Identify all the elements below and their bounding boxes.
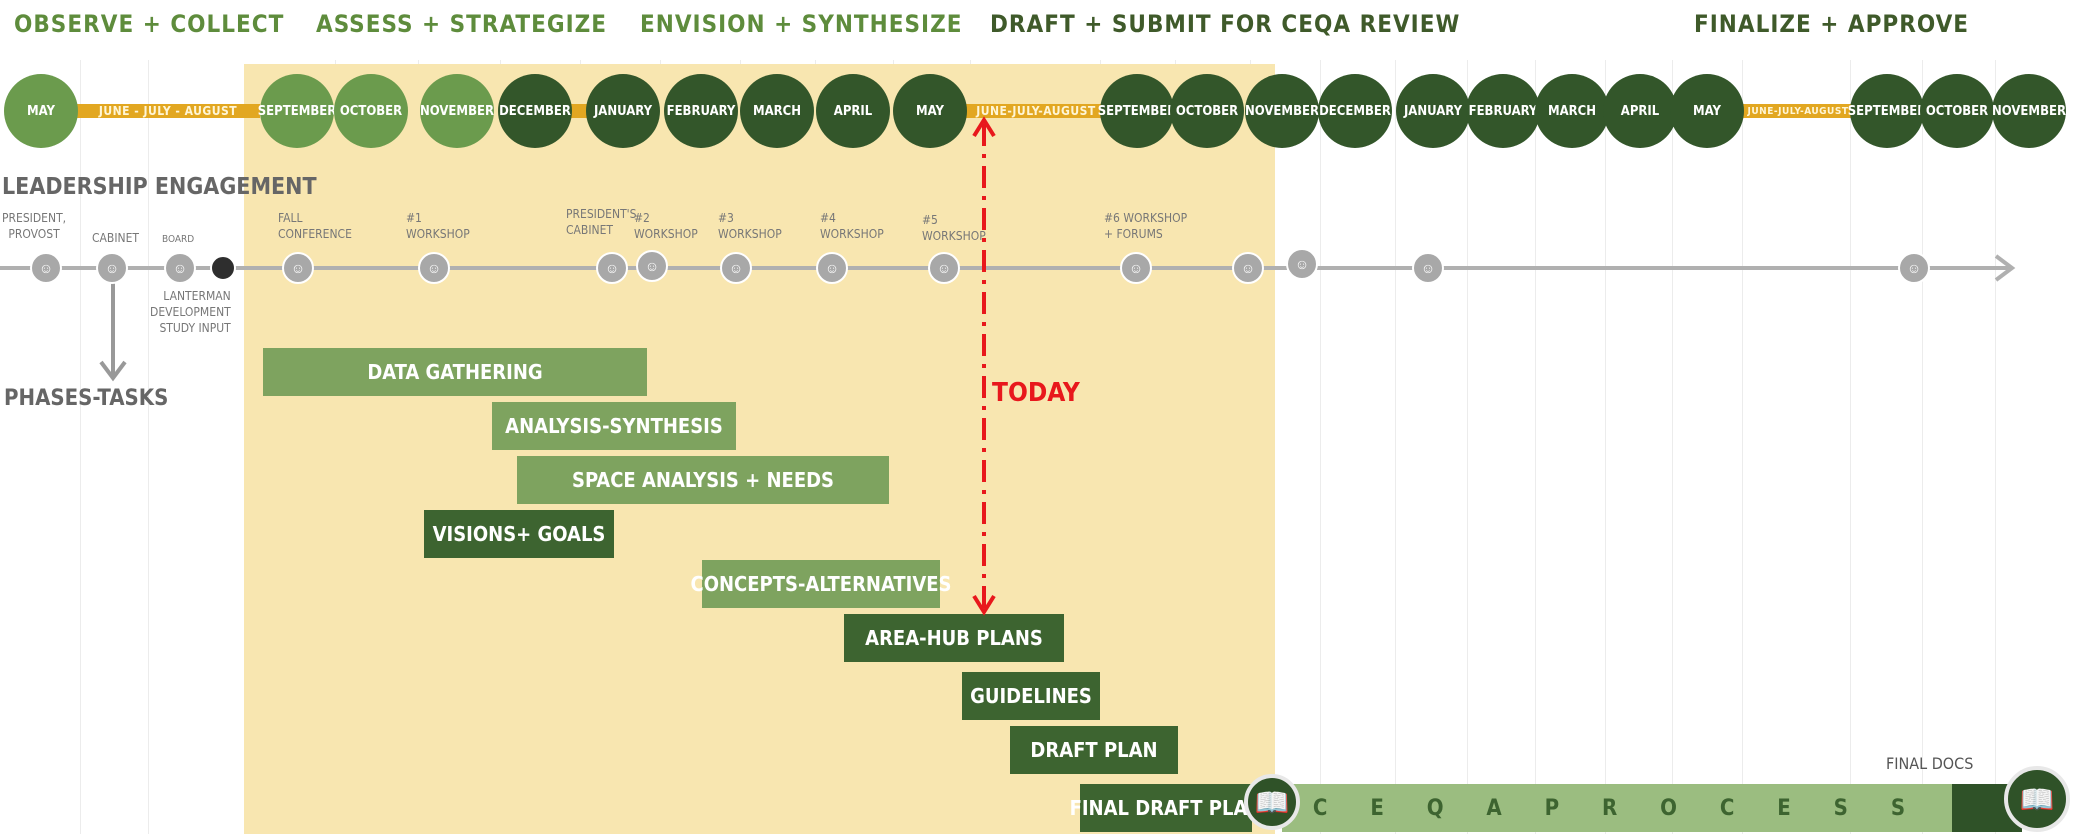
meeting-icon: ☺ <box>816 252 848 284</box>
event-label-workshop-1: #1 WORKSHOP <box>406 211 470 241</box>
meeting-icon: ☺ <box>418 252 450 284</box>
summer-bar-1: JUNE - JULY - AUGUST <box>76 104 260 118</box>
ceqa-process-bar: C E Q A P R O C E S S <box>1282 784 1954 832</box>
event-label-board: BOARD <box>162 234 195 245</box>
meeting-icon: ☺ <box>720 252 752 284</box>
task-data-gathering: DATA GATHERING <box>263 348 647 396</box>
today-label: TODAY <box>992 378 1080 408</box>
meeting-icon: ☺ <box>928 252 960 284</box>
month-circle: SEPTEMBER <box>1848 74 1926 148</box>
meeting-icon: ☺ <box>1898 252 1930 284</box>
task-final-draft-plan: FINAL DRAFT PLAN <box>1070 784 1262 832</box>
month-circle: JANUARY <box>1396 74 1470 148</box>
event-label-presidents-cabinet: PRESIDENT'S CABINET <box>566 207 637 237</box>
task-concepts-alternatives: CONCEPTS-ALTERNATIVES <box>690 560 952 608</box>
task-analysis-synthesis: ANALYSIS-SYNTHESIS <box>492 402 736 450</box>
event-label-workshop-2: #2 WORKSHOP <box>634 211 698 241</box>
phase-observe-collect: OBSERVE + COLLECT <box>14 10 285 38</box>
meeting-icon: ☺ <box>1412 252 1444 284</box>
month-circle: MAY <box>893 74 967 148</box>
month-circle: FEBRUARY <box>664 74 738 148</box>
month-circle: NOVEMBER <box>420 74 494 148</box>
month-circle: DECEMBER <box>1318 74 1392 148</box>
phase-envision-synthesize: ENVISION + SYNTHESIZE <box>640 10 963 38</box>
month-circle: APRIL <box>816 74 890 148</box>
meeting-icon: ☺ <box>282 252 314 284</box>
phase-draft-submit: DRAFT + SUBMIT FOR CEQA REVIEW <box>990 10 1461 38</box>
meeting-icon: ☺ <box>1286 248 1318 280</box>
meeting-icon: ☺ <box>636 250 668 282</box>
phase-assess-strategize: ASSESS + STRATEGIZE <box>316 10 608 38</box>
meeting-icon: ☺ <box>96 252 128 284</box>
event-label-president-provost: PRESIDENT, PROVOST <box>2 211 67 241</box>
month-circle: SEPTEMBER <box>258 74 336 148</box>
task-visions-goals: VISIONS+ GOALS <box>424 510 614 558</box>
task-draft-plan: DRAFT PLAN <box>1010 726 1178 774</box>
engagement-timeline <box>0 254 2016 382</box>
month-circle: NOVEMBER <box>1992 74 2066 148</box>
leadership-engagement-title: LEADERSHIP ENGAGEMENT <box>2 174 317 200</box>
current-phase-highlight <box>244 64 1275 834</box>
month-circle: APRIL <box>1603 74 1677 148</box>
lanterman-dot-icon <box>210 255 236 281</box>
meeting-icon: ☺ <box>1232 252 1264 284</box>
month-circle: MARCH <box>740 74 814 148</box>
month-circle: MARCH <box>1535 74 1609 148</box>
month-circle: DECEMBER <box>498 74 572 148</box>
month-circle: MAY <box>4 74 78 148</box>
task-guidelines: GUIDELINES <box>962 672 1100 720</box>
final-docs-label: FINAL DOCS <box>1886 754 1974 773</box>
summer-bar-3: JUNE-JULY-AUGUST <box>1740 104 1856 118</box>
month-circle: OCTOBER <box>1920 74 1994 148</box>
event-label-fall-conference: FALL CONFERENCE <box>278 211 352 241</box>
month-circle: JANUARY <box>586 74 660 148</box>
task-space-analysis: SPACE ANALYSIS + NEEDS <box>517 456 889 504</box>
month-circle: FEBRUARY <box>1466 74 1540 148</box>
event-label-workshop-4: #4 WORKSHOP <box>820 211 884 241</box>
phases-tasks-title: PHASES-TASKS <box>4 386 169 411</box>
book-icon: 📖 <box>2004 766 2070 832</box>
phase-finalize-approve: FINALIZE + APPROVE <box>1694 10 1970 38</box>
meeting-icon: ☺ <box>164 252 196 284</box>
today-marker-arrow <box>972 116 996 616</box>
event-label-lanterman: LANTERMAN DEVELOPMENT STUDY INPUT <box>150 289 231 335</box>
task-area-hub-plans: AREA-HUB PLANS <box>844 614 1064 662</box>
summer-bar-2: JUNE-JULY-AUGUST <box>966 104 1106 118</box>
month-circle: OCTOBER <box>334 74 408 148</box>
event-label-workshop-5: #5 WORKSHOP <box>922 213 986 243</box>
meeting-icon: ☺ <box>30 252 62 284</box>
month-circle: NOVEMBER <box>1245 74 1319 148</box>
meeting-icon: ☺ <box>1120 252 1152 284</box>
month-circle: SEPTEMBER <box>1098 74 1176 148</box>
book-icon: 📖 <box>1244 774 1300 830</box>
month-circle: MAY <box>1670 74 1744 148</box>
meeting-icon: ☺ <box>596 252 628 284</box>
event-label-workshop-6: #6 WORKSHOP + FORUMS <box>1104 211 1188 241</box>
event-label-workshop-3: #3 WORKSHOP <box>718 211 782 241</box>
event-label-cabinet: CABINET <box>92 231 139 245</box>
month-circle: OCTOBER <box>1170 74 1244 148</box>
